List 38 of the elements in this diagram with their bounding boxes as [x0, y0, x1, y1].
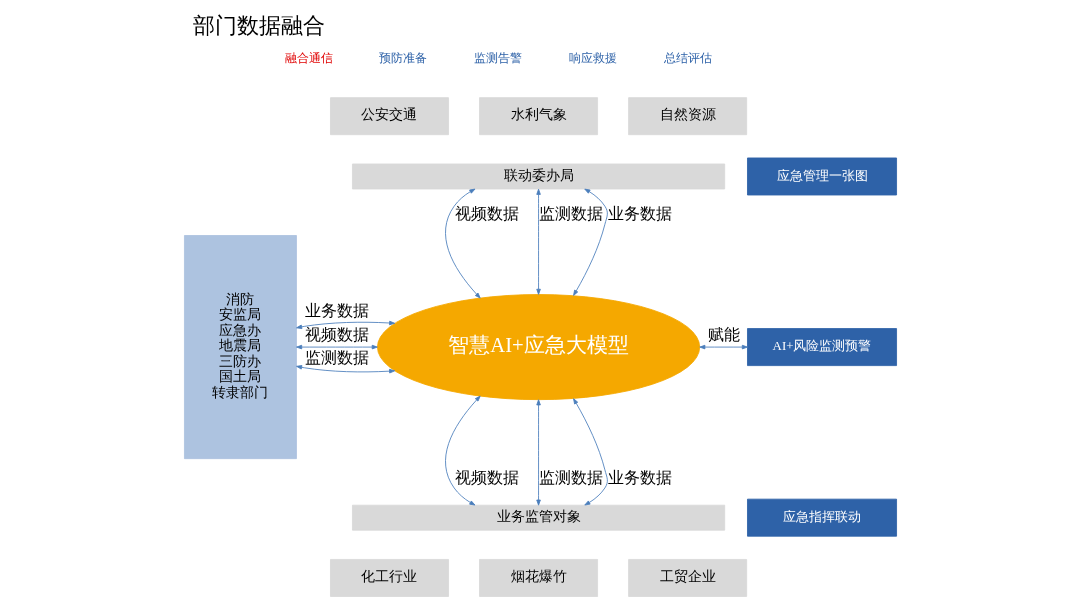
node-box: 公安交通	[329, 97, 449, 136]
arrow	[295, 365, 395, 374]
arrow	[444, 188, 481, 299]
edge-label: 视频数据	[454, 467, 519, 487]
label: 融合通信	[284, 51, 333, 66]
node-box: 应急管理一张图	[746, 157, 897, 196]
edge-label: 监测数据	[538, 467, 603, 487]
arrow	[535, 188, 541, 295]
arrow	[295, 320, 395, 330]
node-box: 自然资源	[627, 97, 747, 136]
edge-label: 业务数据	[607, 204, 672, 224]
edge-label: 监测数据	[304, 347, 369, 367]
label: 总结评估	[663, 51, 712, 66]
edge-label: 监测数据	[538, 204, 603, 224]
arrow	[295, 344, 378, 350]
arrow	[535, 399, 541, 506]
node-box: 工贸企业	[627, 559, 747, 597]
node-box: 联动委办局	[351, 163, 725, 190]
node-box: AI+风险监测预警	[746, 328, 897, 367]
arrow	[572, 188, 608, 296]
label: 预防准备	[378, 51, 427, 66]
diagram-title: 部门数据融合	[192, 11, 325, 38]
arrow	[444, 395, 481, 506]
arrow	[698, 344, 748, 350]
edge-label: 业务数据	[607, 467, 672, 487]
label: 监测告警	[473, 51, 522, 66]
node-box: 化工行业	[329, 559, 449, 597]
edge-label: 视频数据	[304, 324, 369, 344]
edge-label: 视频数据	[454, 204, 519, 224]
node-box: 烟花爆竹	[478, 559, 598, 597]
edge-label: 赋能	[707, 324, 740, 344]
node-box: 应急指挥联动	[746, 498, 897, 537]
edge-label: 业务数据	[304, 301, 369, 321]
label: 响应救援	[568, 51, 617, 66]
arrow	[572, 398, 608, 506]
node-box: 消防 安监局 应急办 地震局 三防办 国土局 转隶部门	[183, 235, 297, 460]
node-box: 业务监管对象	[351, 504, 725, 531]
node-box: 水利气象	[478, 97, 598, 136]
